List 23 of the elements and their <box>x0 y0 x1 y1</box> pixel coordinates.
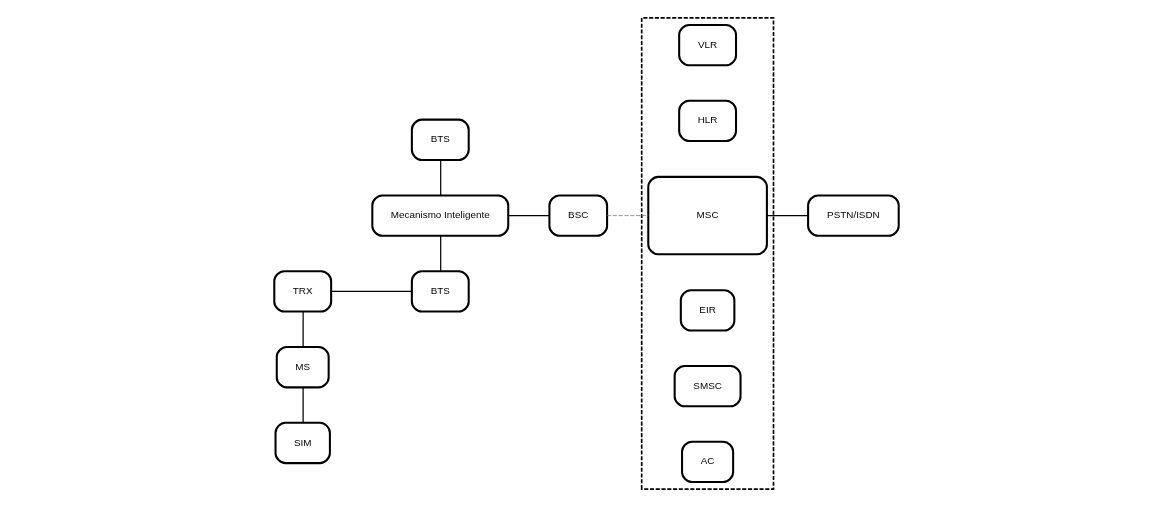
node-box: MS <box>275 345 330 389</box>
node-box: BSC <box>547 194 608 237</box>
connector <box>302 311 304 348</box>
node-box: AC <box>680 440 734 484</box>
node-box: SIM <box>274 421 331 465</box>
connector <box>507 215 550 217</box>
node-box: Mecanismo Inteligente <box>370 194 509 237</box>
connector <box>606 215 649 216</box>
node-box: SMSC <box>673 364 742 408</box>
connector <box>330 290 412 292</box>
cluster <box>640 17 774 490</box>
node-box: TRX <box>272 270 332 313</box>
connector <box>766 215 809 217</box>
node-box: VLR <box>677 23 737 67</box>
node-box: HLR <box>677 99 737 143</box>
connector <box>439 235 441 272</box>
node-box: BTS <box>410 118 470 162</box>
node-box: PSTN/ISDN <box>806 194 900 237</box>
node-box: MSC <box>646 175 768 256</box>
node-box: BTS <box>410 270 470 313</box>
connector <box>439 159 441 196</box>
node-box: EIR <box>679 289 735 332</box>
connector <box>302 386 304 424</box>
